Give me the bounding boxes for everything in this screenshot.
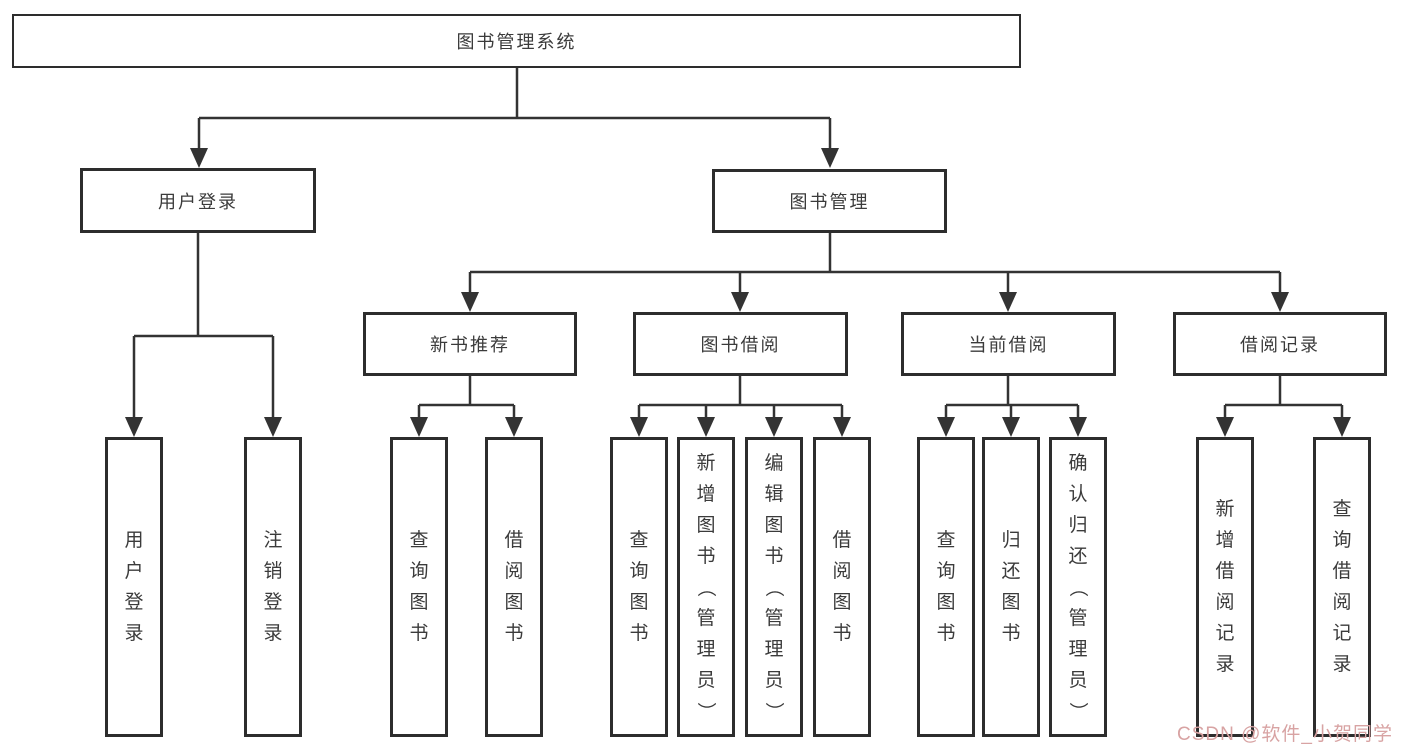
leaf-label: 查询借阅记录 [1332, 499, 1352, 675]
borrow-to-leaves-connector [630, 376, 851, 437]
node-label: 图书管理系统 [456, 32, 577, 52]
node-new-book-recommend: 新书推荐 [363, 312, 577, 376]
arrowhead-icon [630, 417, 648, 437]
leaf-label: 查询图书 [936, 530, 956, 644]
node-current-borrow: 当前借阅 [901, 312, 1116, 376]
node-library-management-system: 图书管理系统 [12, 14, 1021, 68]
arrowhead-icon [125, 417, 143, 437]
current-to-leaves-connector [937, 376, 1087, 437]
leaf-edit-book-admin: 编辑图书（管理员） [745, 437, 803, 737]
leaf-label: 借阅图书 [832, 530, 852, 644]
leaf-add-book-admin: 新增图书（管理员） [677, 437, 735, 737]
node-book-management: 图书管理 [712, 169, 947, 233]
node-label: 图书借阅 [700, 335, 781, 355]
leaf-borrow-books: 借阅图书 [813, 437, 871, 737]
node-book-borrow: 图书借阅 [633, 312, 848, 376]
arrowhead-icon [1216, 417, 1234, 437]
leaf-label: 借阅图书 [504, 530, 524, 644]
management-to-level3-connector [461, 233, 1289, 312]
node-label: 图书管理 [789, 192, 870, 212]
leaf-label: 查询图书 [409, 530, 429, 644]
leaf-query-books-borrow: 查询图书 [610, 437, 668, 737]
arrowhead-icon [410, 417, 428, 437]
arrowhead-icon [1271, 292, 1289, 312]
arrowhead-icon [461, 292, 479, 312]
node-label: 新书推荐 [430, 335, 510, 355]
arrowhead-icon [1069, 417, 1087, 437]
node-borrow-records: 借阅记录 [1173, 312, 1387, 376]
arrowhead-icon [937, 417, 955, 437]
leaf-label: 确认归还（管理员） [1067, 452, 1089, 721]
arrowhead-icon [731, 292, 749, 312]
leaf-add-borrow-record: 新增借阅记录 [1196, 437, 1254, 737]
arrowhead-icon [765, 417, 783, 437]
leaf-label: 查询图书 [629, 530, 649, 644]
leaf-query-borrow-record: 查询借阅记录 [1313, 437, 1371, 737]
recommend-to-leaves-connector [410, 376, 523, 437]
leaf-label: 编辑图书（管理员） [763, 452, 785, 721]
arrowhead-icon [821, 148, 839, 168]
arrowhead-icon [264, 417, 282, 437]
leaf-label: 新增借阅记录 [1215, 499, 1235, 675]
arrowhead-icon [1333, 417, 1351, 437]
leaf-label: 注销登录 [263, 530, 283, 644]
node-user-login: 用户登录 [80, 168, 316, 233]
login-to-leaves-connector [125, 233, 282, 437]
leaf-label: 用户登录 [124, 530, 144, 644]
arrowhead-icon [833, 417, 851, 437]
arrowhead-icon [999, 292, 1017, 312]
arrowhead-icon [1002, 417, 1020, 437]
node-label: 当前借阅 [968, 335, 1049, 355]
root-to-level2-connector [190, 68, 839, 168]
arrowhead-icon [190, 148, 208, 168]
leaf-borrow-books-recommend: 借阅图书 [485, 437, 543, 737]
leaf-query-books-current: 查询图书 [917, 437, 975, 737]
node-label: 用户登录 [158, 191, 238, 212]
arrowhead-icon [697, 417, 715, 437]
records-to-leaves-connector [1216, 376, 1351, 437]
leaf-return-books: 归还图书 [982, 437, 1040, 737]
leaf-user-login: 用户登录 [105, 437, 163, 737]
leaf-logout: 注销登录 [244, 437, 302, 737]
csdn-watermark: CSDN @软件_小贺同学 [1177, 724, 1393, 745]
leaf-query-books-recommend: 查询图书 [390, 437, 448, 737]
leaf-label: 归还图书 [1001, 530, 1021, 644]
arrowhead-icon [505, 417, 523, 437]
node-label: 借阅记录 [1240, 335, 1320, 355]
leaf-label: 新增图书（管理员） [695, 452, 717, 721]
leaf-confirm-return-admin: 确认归还（管理员） [1049, 437, 1107, 737]
